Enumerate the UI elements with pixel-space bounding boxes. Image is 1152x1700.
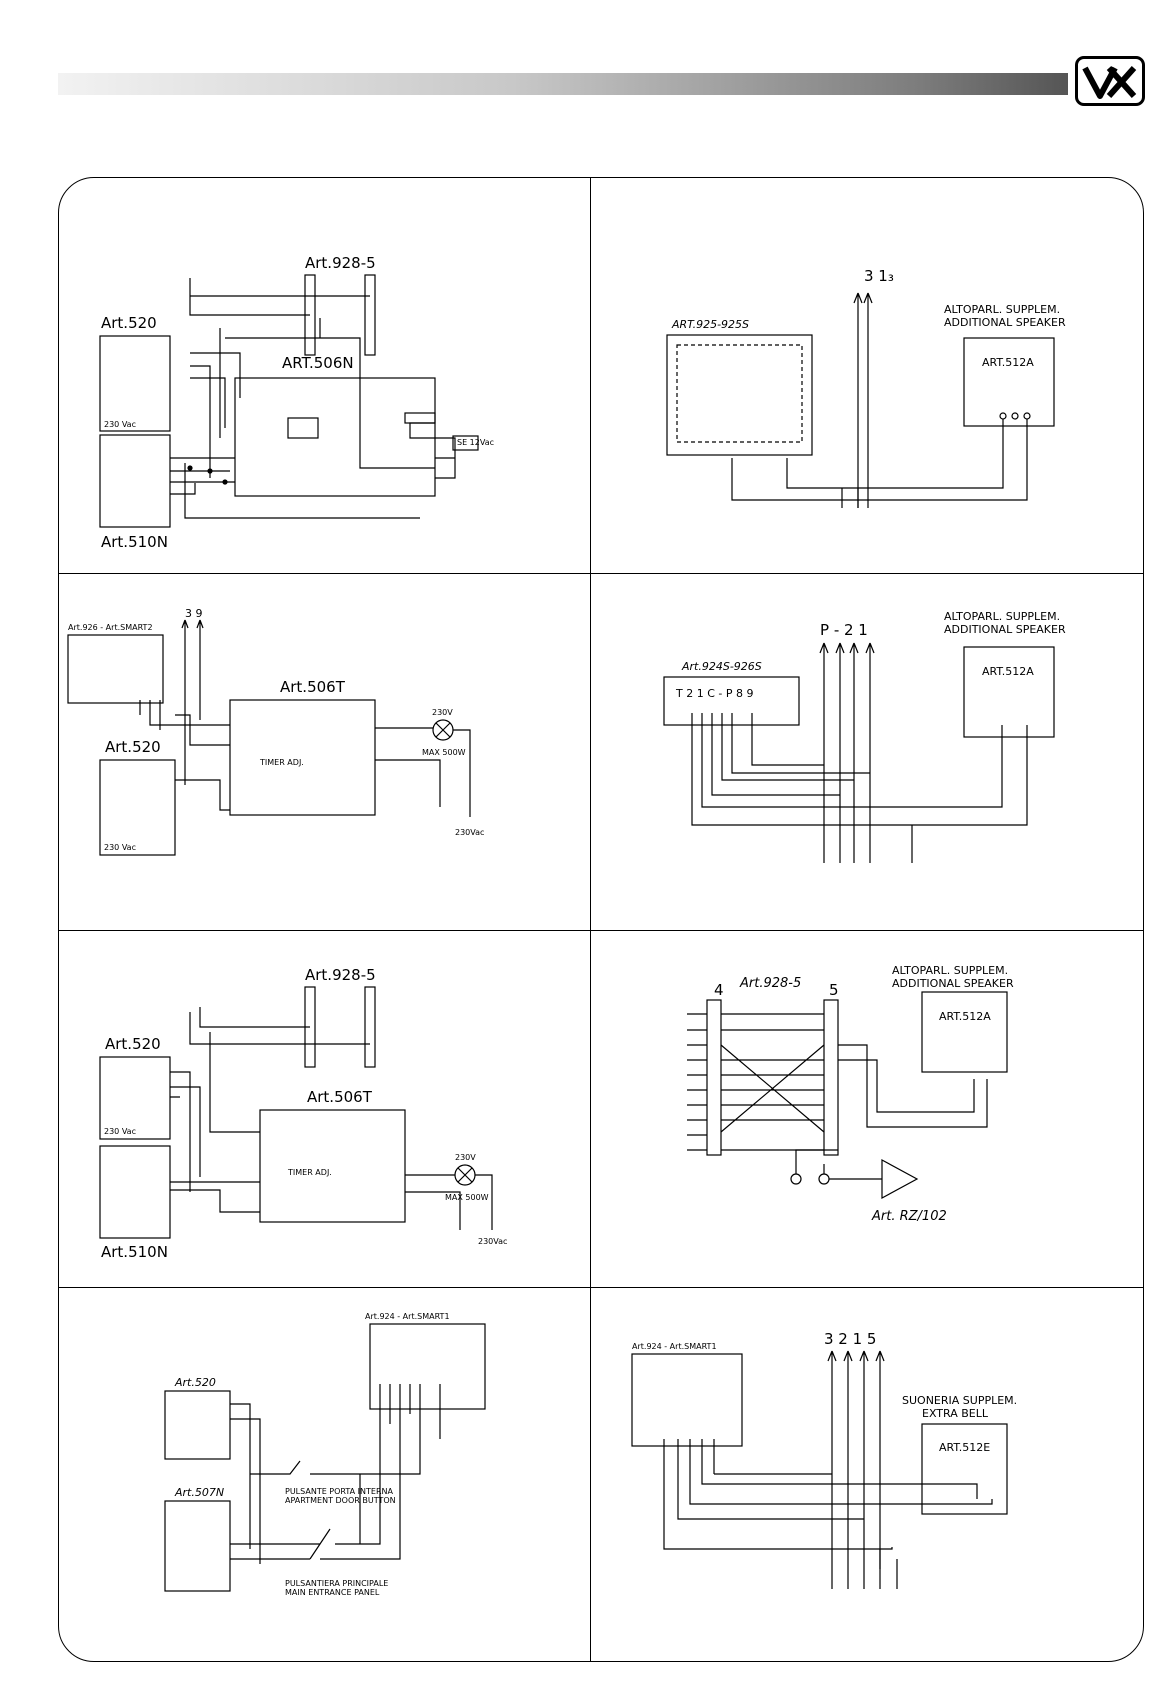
panel-6-art928-crossover: 4 Art.928-5 5 ALTOPARL. SUPPLEM. ADDITIO… bbox=[592, 932, 1142, 1291]
label-rz102: Art. RZ/102 bbox=[871, 1209, 947, 1224]
label-phone: Art.924 - Art.SMART1 bbox=[365, 1312, 450, 1321]
label-bell-title1: SUONERIA SUPPLEM. bbox=[902, 1394, 1017, 1407]
label-230vac-out: 230Vac bbox=[455, 828, 484, 837]
label-art506t: Art.506T bbox=[280, 678, 346, 696]
row-divider-3 bbox=[58, 1287, 1144, 1288]
label-art512e: ART.512E bbox=[939, 1441, 990, 1454]
diagram-frame bbox=[58, 177, 1144, 1662]
label-max500w: MAX 500W bbox=[422, 748, 466, 757]
label-phone: ART.925-925S bbox=[671, 318, 749, 331]
label-speaker-title2: ADDITIONAL SPEAKER bbox=[892, 977, 1014, 990]
label-230vac: 230 Vac bbox=[104, 1127, 136, 1136]
label-phone: Art.924S-926S bbox=[681, 660, 762, 673]
label-left-num: 4 bbox=[714, 981, 724, 999]
panel-4-speaker-924s: P - 2 1 Art.924S-926S T 2 1 C - P 8 9 AL… bbox=[592, 575, 1142, 934]
label-art506t: Art.506T bbox=[307, 1088, 373, 1106]
label-230v: 230V bbox=[455, 1153, 476, 1162]
label-btn2-a: PULSANTIERA PRINCIPALE bbox=[285, 1579, 388, 1588]
label-art520: Art.520 bbox=[105, 1035, 161, 1053]
label-right-num: 5 bbox=[829, 981, 839, 999]
label-art928: Art.928-5 bbox=[739, 976, 801, 991]
label-art512a: ART.512A bbox=[982, 356, 1034, 369]
column-divider bbox=[590, 177, 591, 1662]
label-timer: TIMER ADJ. bbox=[287, 1168, 332, 1177]
label-bell-title2: EXTRA BELL bbox=[922, 1407, 989, 1420]
label-art520: Art.520 bbox=[174, 1376, 216, 1389]
panel-5-art506t-panel: Art.928-5 Art.520 230 Vac Art.510N Art.5… bbox=[60, 932, 590, 1291]
label-art928: Art.928-5 bbox=[305, 254, 376, 272]
label-max500w: MAX 500W bbox=[445, 1193, 489, 1202]
label-lock: SE 12Vac bbox=[457, 438, 494, 447]
panel-2-additional-speaker: 3 1₃ ART.925-925S ALTOPARL. SUPPLEM. ADD… bbox=[592, 178, 1142, 577]
panel-7-apartment-door: Art.924 - Art.SMART1 Art.520 Art.507N PU… bbox=[60, 1289, 590, 1663]
row-divider-2 bbox=[58, 930, 1144, 931]
label-art512a: ART.512A bbox=[982, 665, 1034, 678]
label-speaker-title1: ALTOPARL. SUPPLEM. bbox=[944, 610, 1060, 623]
label-speaker-title2: ADDITIONAL SPEAKER bbox=[944, 316, 1066, 329]
label-230vac: 230 Vac bbox=[104, 843, 136, 852]
label-art520: Art.520 bbox=[105, 738, 161, 756]
label-230vac: 230 Vac bbox=[104, 420, 136, 429]
label-phone: Art.926 - Art.SMART2 bbox=[68, 623, 153, 632]
label-art510n: Art.510N bbox=[101, 533, 168, 551]
label-btn1-a: PULSANTE PORTA INTERNA bbox=[285, 1487, 394, 1496]
label-art510n: Art.510N bbox=[101, 1243, 168, 1261]
label-art506n: ART.506N bbox=[282, 354, 354, 372]
label-wires: 3 1₃ bbox=[864, 267, 894, 285]
label-wires: P - 2 1 bbox=[820, 621, 868, 639]
label-timer: TIMER ADJ. bbox=[259, 758, 304, 767]
label-phone: Art.924 - Art.SMART1 bbox=[632, 1342, 717, 1351]
row-divider-1 bbox=[58, 573, 1144, 574]
label-230v: 230V bbox=[432, 708, 453, 717]
label-wires: 3 2 1 5 bbox=[824, 1330, 876, 1348]
label-speaker-title1: ALTOPARL. SUPPLEM. bbox=[944, 303, 1060, 316]
label-art520: Art.520 bbox=[101, 314, 157, 332]
panel-3-art506t-wiring: Art.926 - Art.SMART2 3 9 Art.520 230 Vac… bbox=[60, 575, 590, 934]
vx-logo bbox=[1075, 56, 1145, 106]
label-wires: 3 9 bbox=[185, 607, 203, 620]
label-btn2-b: MAIN ENTRANCE PANEL bbox=[285, 1588, 380, 1597]
label-speaker-title2: ADDITIONAL SPEAKER bbox=[944, 623, 1066, 636]
panel-8-extra-bell: Art.924 - Art.SMART1 3 2 1 5 SUONERIA SU… bbox=[592, 1289, 1142, 1663]
label-speaker-title1: ALTOPARL. SUPPLEM. bbox=[892, 964, 1008, 977]
label-art512a: ART.512A bbox=[939, 1010, 991, 1023]
label-art507n: Art.507N bbox=[174, 1486, 224, 1499]
label-230vac-out: 230Vac bbox=[478, 1237, 507, 1246]
header-gradient-bar bbox=[58, 73, 1068, 95]
panel-1-art506n-wiring: Art.928-5 Art.520 230 Vac Art.510N ART.5… bbox=[60, 178, 590, 577]
label-art928: Art.928-5 bbox=[305, 966, 376, 984]
label-terminals: T 2 1 C - P 8 9 bbox=[675, 687, 753, 700]
label-btn1-b: APARTMENT DOOR BUTTON bbox=[285, 1496, 396, 1505]
